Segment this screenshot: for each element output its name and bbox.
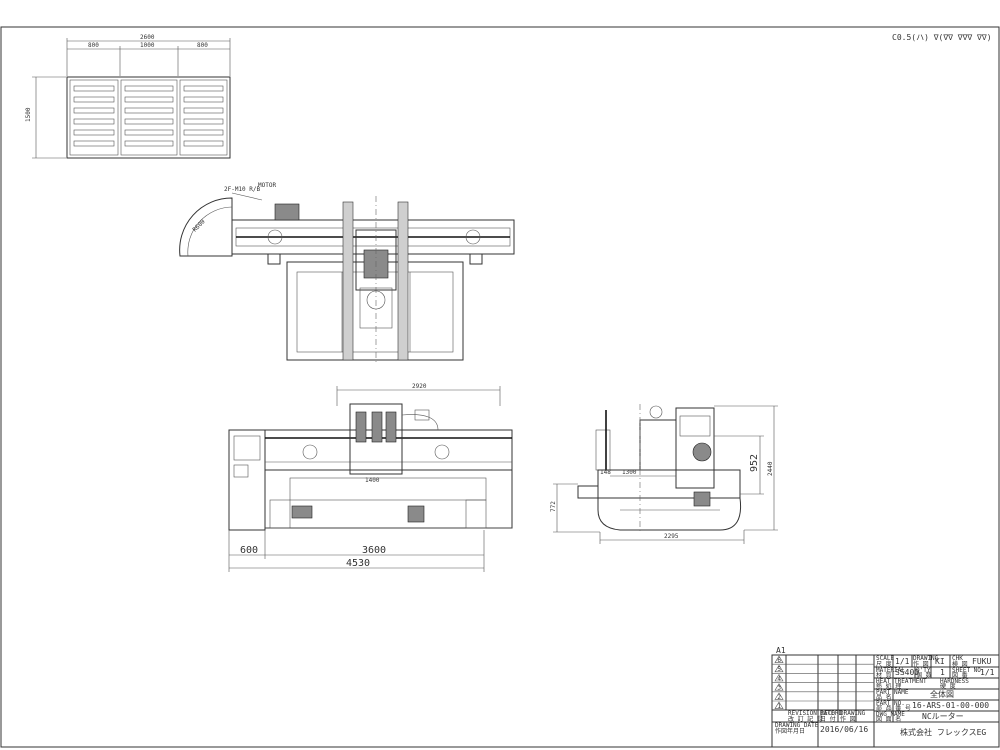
sheet-no-label-jp: 図 番 <box>952 672 968 679</box>
title-block: A1 6 5 4 3 2 1 REVISION RECORD 改 訂 記 録 DATE 日… <box>771 646 1000 748</box>
table-slot <box>183 118 224 125</box>
revision-triangle-icon <box>774 701 784 709</box>
dim-seg-left: 800 <box>88 42 99 49</box>
drawing-date-label-jp: 作図年月日 <box>775 727 805 735</box>
company-name: 株式会社 フレックスEG <box>900 727 986 737</box>
part-no-value: 16-ARS-01-00-000 <box>912 701 989 710</box>
date-label-jp: 日 付 <box>820 715 836 723</box>
date-label: DATE <box>820 710 835 717</box>
heat-treatment-label-jp: 熱 処 理 <box>876 682 901 690</box>
scale-label: SCALE <box>876 655 894 662</box>
drawn-by: KI <box>935 657 945 666</box>
table-slot <box>73 85 115 92</box>
table-slot <box>124 107 174 114</box>
part-name-value: 全体図 <box>930 689 954 699</box>
front-dim-total: 4530 <box>346 558 370 569</box>
top-plan-view: 2600 800 1000 800 1500 <box>25 34 231 159</box>
checked-by: FUKU <box>972 657 991 666</box>
plan-label-motor: MOTOR <box>258 182 276 189</box>
front-dim-a: 600 <box>240 545 258 556</box>
table-slot <box>183 107 224 114</box>
dwg-name-label-jp: 図 面 名 <box>876 715 901 723</box>
dim-depth: 1500 <box>25 107 32 122</box>
part-name-label-jp: 品 名 <box>876 693 892 701</box>
front-dim-b: 3600 <box>362 545 386 556</box>
dwg-name-value: NCルーター <box>922 712 964 721</box>
revision-marker: 3 <box>777 685 781 692</box>
drawing-label: DRAWING <box>913 655 939 662</box>
material-label-jp: 材 質 <box>876 671 892 679</box>
scale-label-jp: 尺 度 <box>876 660 892 668</box>
table-slot <box>124 118 174 125</box>
side-view: 952 2440 772 2295 1300 148 <box>550 404 778 544</box>
revision-triangle-icon <box>774 673 784 682</box>
chk-label: CHK <box>952 655 963 662</box>
dim-seg-right: 800 <box>197 42 208 49</box>
side-dim-left-height: 772 <box>550 501 557 512</box>
hardness-label-jp: 硬 度 <box>940 682 956 690</box>
revision-marker: 4 <box>777 675 781 682</box>
revision-record-label: REVISION RECORD <box>788 710 843 717</box>
qty-label-jp: 個 数 <box>916 671 932 679</box>
material-value: SS400 <box>895 668 919 677</box>
table-slot <box>124 140 174 147</box>
front-dim-inner: 1400 <box>365 477 380 484</box>
part-no-label-jp: 部 品 番 号 <box>876 704 911 712</box>
sheet-size-label: A1 <box>776 646 786 655</box>
table-slot <box>73 96 115 103</box>
side-dim-width: 2295 <box>664 533 679 540</box>
table-slot <box>183 129 224 136</box>
scale-value: 1/1 <box>895 657 910 666</box>
table-slot <box>124 96 174 103</box>
part-no-label: PART NO. <box>876 700 905 707</box>
heat-treatment-label: HEAT TREATMENT <box>876 678 927 685</box>
table-slot <box>124 129 174 136</box>
plan-view: R600 2F-M10 R/B MOTOR <box>179 182 515 364</box>
arc-radius-label: R600 <box>191 218 206 233</box>
side-dim-overall-height: 2440 <box>767 461 774 476</box>
revision-marker: 1 <box>777 703 781 710</box>
drawing-date-label: DRAWING DATE <box>775 722 819 729</box>
revision-triangle-icon <box>774 655 784 663</box>
side-dim-b: 148 <box>600 469 611 476</box>
front-view: 2920 1400 600 3600 4530 <box>228 383 513 572</box>
table-slot <box>183 96 224 103</box>
table-slot <box>183 85 224 92</box>
drawn-label-jp: 作 図 <box>840 715 856 723</box>
drawn-label: DRAWING <box>840 710 866 717</box>
drawing-label-jp: 作 図 <box>913 660 929 668</box>
table-slot <box>183 140 224 147</box>
table-slot <box>73 140 115 147</box>
sheet-no-value: 1/1 <box>980 668 995 677</box>
hardness-label: HARDNESS <box>940 678 969 685</box>
revision-triangle-icon <box>774 692 784 700</box>
chk-label-jp: 検 図 <box>952 660 968 668</box>
revision-marker: 2 <box>777 694 781 701</box>
table-slot <box>73 118 115 125</box>
drawing-date: 2016/06/16 <box>820 725 868 734</box>
revision-record-label-jp: 改 訂 記 録 <box>788 715 823 723</box>
qty-value: 1 <box>940 668 945 677</box>
side-dim-a: 1300 <box>622 469 637 476</box>
front-dim-top: 2920 <box>412 383 427 390</box>
table-slot <box>73 107 115 114</box>
qty-label: Q'TY <box>916 667 931 674</box>
dwg-name-label: DWG NAME <box>876 711 905 718</box>
surface-finish-note: C0.5(ハ) ∇(∇∇ ∇∇∇ ∇∇) <box>892 33 992 42</box>
dim-seg-mid: 1000 <box>140 42 155 49</box>
plan-label-bolt: 2F-M10 R/B <box>224 186 261 193</box>
material-label: MATERIAL <box>876 667 905 674</box>
revision-triangle-icon <box>774 683 784 691</box>
table-slot <box>73 129 115 136</box>
revision-marker: 5 <box>777 666 781 673</box>
sheet-no-label: SHEET NO. <box>952 667 985 674</box>
sheet-border <box>0 26 1000 748</box>
table-slot <box>124 85 174 92</box>
part-name-label: PART NAME <box>876 689 909 696</box>
revision-marker: 6 <box>777 657 781 664</box>
side-dim-height: 952 <box>749 454 760 472</box>
dim-overall-width: 2600 <box>140 34 155 41</box>
revision-triangle-icon <box>774 664 784 673</box>
